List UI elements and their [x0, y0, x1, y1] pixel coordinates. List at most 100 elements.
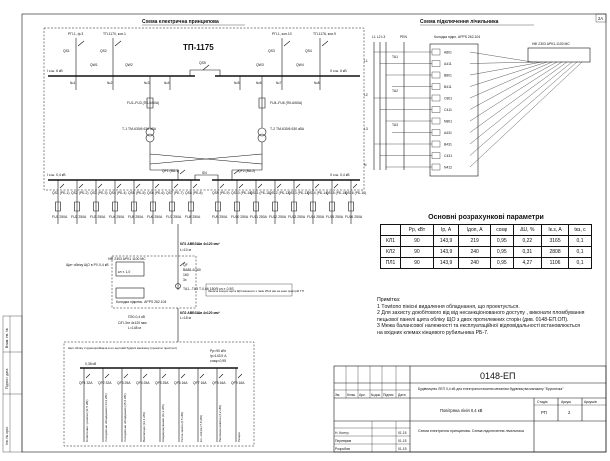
rterm-label-10: C431 [444, 154, 452, 158]
feeder-q-6: QS6 (РБ-6) [147, 191, 165, 195]
stage-value: РП [541, 410, 547, 415]
role-check: Перевірив [335, 439, 351, 443]
params-cell: 90 [399, 235, 434, 247]
col-date: Дата [398, 393, 406, 397]
feeder-fu-1: FU1 250А [52, 215, 68, 219]
feeder-fu-10: FU10 250А [231, 215, 249, 219]
role-nkontr: Н. Контр. [335, 431, 350, 435]
cell-3: №3 [144, 81, 150, 85]
note-line-5: на вхідних клемах кінцевого рубильника Р… [377, 329, 489, 336]
consumer-load-4: Вентиляція (12,4 кВт) [142, 412, 146, 442]
rterm-1 [431, 48, 441, 56]
col-kilk: Кільк. [347, 393, 356, 397]
consumer-qf-1: QF1 32А [79, 381, 93, 385]
q-bus-sect: QS5 [199, 61, 206, 65]
col-zm: Зм. [335, 393, 340, 397]
feeder-fu-15: FU15 250А [326, 215, 344, 219]
meter-cabinet [111, 255, 197, 309]
pen-label: PEN [400, 35, 408, 39]
feeder-fu-11: FU11 250А [250, 215, 268, 219]
date-3: 01.15 [398, 447, 407, 451]
params-cell: 3165 [541, 235, 570, 247]
params-cell: 0,1 [568, 235, 592, 247]
meter-device [115, 261, 145, 277]
params-cell: 0,22 [512, 235, 543, 247]
feeder-fu-4: FU4 250А [109, 215, 125, 219]
title-block: Зм. Кільк. Арк. №док. Підпис Дата Н. Кон… [333, 365, 607, 453]
point-l1: L1 [364, 59, 368, 63]
cell-2: №2 [107, 81, 113, 85]
feeder-fu-7: FU7 250А [166, 215, 182, 219]
feeder-fu-9: FU9 250А [212, 215, 228, 219]
notes-title: Примітка: [377, 297, 401, 303]
side-label-2: Підпис і дата [5, 368, 9, 389]
ta2: TA2 [392, 89, 398, 93]
params-head-0 [380, 224, 401, 236]
consumer-pp: Pp=90 кВт [210, 349, 226, 353]
role-author: Розробив [335, 447, 350, 451]
rterm-label-1: A801 [444, 51, 452, 55]
params-cell: 4,27 [512, 257, 543, 269]
meter-right-label: НІК 2303 АРК1-1100 МС [532, 42, 570, 46]
feeder-fu-8: FU8 250А [185, 215, 201, 219]
rterm-8 [431, 129, 441, 136]
feeder-q-2: QS2 (РБ-2) [71, 191, 89, 195]
q-top-1: QS1 [63, 49, 70, 53]
stage-head: Стадія [537, 400, 548, 404]
consumer-load-8: Рекламна вивіска (4,2 кВт) [218, 405, 222, 442]
feeder-q-11: QS11 (РБ-11) [250, 191, 271, 195]
params-cell: 143,9 [432, 257, 460, 269]
meter-note: Захисні кожухи щита ЩО виконати з тами 2… [208, 289, 304, 293]
note-line-4: 3 Межа балансової належності та експлуат… [377, 323, 581, 330]
consumer-load-6: Тепла завіса (6,5 кВт) [180, 412, 184, 442]
rterm-label-11: N412 [444, 166, 452, 170]
feeder-q-10: QS10 (РБ-10) [231, 191, 252, 195]
consumer-load-1: Освітлення і розетки (11,5 кВт) [85, 399, 89, 442]
consumer-load-3: Холодильне обладнання (15,6 кВт) [123, 393, 127, 442]
date-2: 01.15 [398, 439, 407, 443]
sheet-number-box [595, 13, 607, 23]
side-label-3: Взам. інв. № [5, 328, 9, 348]
col-sign: Підпис [383, 393, 394, 397]
feeder-q-14: QS14 (РБ-14) [307, 191, 328, 195]
params-head-1: Pр, кВт [399, 224, 434, 236]
consumer-cos: cosφ=0,95 [210, 359, 226, 363]
tp-label: ТП-1175 [183, 43, 214, 52]
cell-1: №1 [70, 81, 76, 85]
note-line-1: 1 Тowtonо пінісні видалення обладнання, … [377, 303, 520, 310]
feeder-fu-14: FU14 250А [307, 215, 325, 219]
kl2-length: L=18 м [180, 316, 192, 320]
hv-cells: №1 №2 №3 №4 №5 №6 №7 №8 [70, 76, 321, 90]
colodka-label: Колодка підкл. АРРS 262.104 [434, 35, 480, 39]
sip-length: L=148 м [128, 326, 141, 330]
params-cell: 2808 [541, 246, 570, 258]
params-head-7: tкз, с [568, 224, 592, 236]
rterm-10 [431, 152, 441, 159]
consumer-qf-2: QF2 32А [98, 381, 112, 385]
lv-bus-label-1: I с.ш. 0,4 кВ [47, 173, 66, 177]
sheet-frame [21, 13, 607, 453]
consumer-load-9: Резерв [237, 432, 241, 442]
lv-bus-label-2: II с.ш. 0,4 кВ [330, 173, 350, 177]
q-top-3: QS3 [268, 49, 275, 53]
q-bus-3: QW3 [256, 63, 264, 67]
kl1-length: L=10 м [180, 248, 192, 252]
params-cell: 90 [399, 257, 434, 269]
params-cell: 143,9 [432, 235, 460, 247]
params-cell: 0,95 [490, 246, 514, 258]
right-title: Схема підключення лічильника [420, 19, 499, 25]
feeder-q-15: QS15 (РБ-15) [326, 191, 347, 195]
rterm-11 [431, 163, 441, 171]
params-cell: 0,1 [568, 257, 592, 269]
feeder-q-9: QS9 (РБ-9) [212, 191, 230, 195]
feeder-q-5: QS5 (РБ-5) [128, 191, 146, 195]
kl2-label: КЛ2 АВБбШв 4х120 мм² [180, 311, 221, 315]
params-cell: 240 [458, 246, 492, 258]
q-bus-1: QW1 [90, 63, 98, 67]
rterm-2 [431, 60, 441, 67]
point-l3: L3 [364, 127, 368, 131]
phase-labels: L1 L2 L3 [372, 35, 385, 39]
